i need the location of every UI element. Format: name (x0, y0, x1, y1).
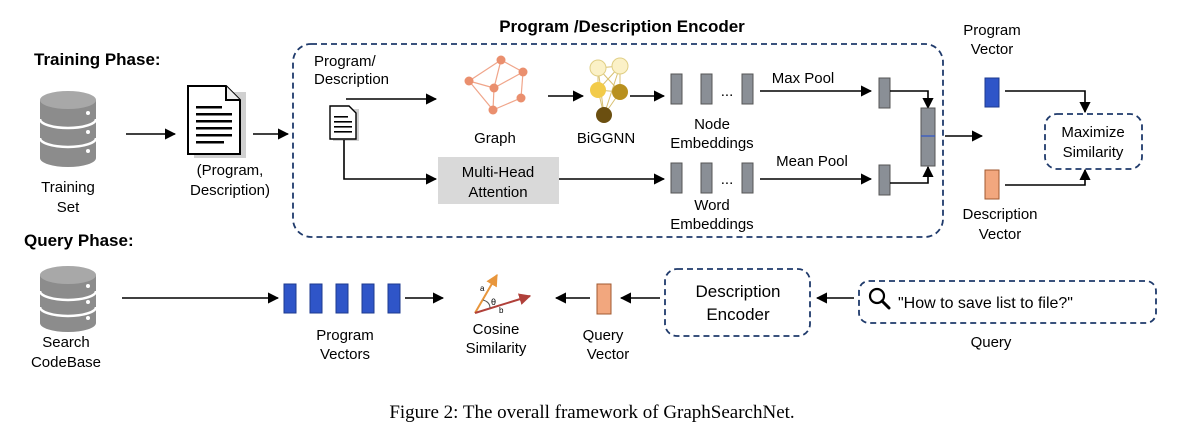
node-embeddings-label-1: Node (694, 116, 730, 133)
program-vector-item (283, 283, 297, 314)
word-embedding-block (670, 162, 683, 194)
program-vector-item (309, 283, 323, 314)
word-embeddings-label-1: Word (694, 197, 730, 214)
query-vector (596, 283, 612, 315)
biggnn-label: BiGGNN (577, 130, 635, 147)
program-vector-label-1: Program (963, 22, 1021, 39)
description-encoder-label-2: Encoder (706, 305, 770, 324)
query-text: "How to save list to file?" (898, 295, 1073, 312)
query-box[interactable] (858, 280, 1157, 324)
node-embeddings-label-2: Embeddings (670, 135, 753, 152)
biggnn-icon (589, 57, 629, 123)
arrow-node-to-concat (890, 90, 934, 110)
input-label-1: Program/ (314, 53, 377, 70)
cosine-label-1: Cosine (473, 321, 520, 338)
word-embeddings-ellipsis: ... (721, 171, 734, 188)
query-vector-label-1: Query (583, 327, 624, 344)
codebase-label-2: CodeBase (31, 354, 101, 371)
encoder-title: Program /Description Encoder (499, 17, 745, 36)
search-icon (868, 287, 891, 310)
database-icon (38, 91, 98, 167)
attention-box (438, 157, 559, 204)
program-vectors (283, 283, 401, 314)
query-phase-label: Query Phase: (24, 231, 134, 250)
arrow-input-to-attention (343, 140, 438, 185)
description-encoder-box (664, 268, 811, 337)
arrow-description-to-objective (1005, 168, 1091, 186)
figure-caption: Figure 2: The overall framework of Graph… (389, 402, 794, 423)
encoder-frame (292, 43, 944, 238)
query-vector-label-2: Vector (587, 346, 630, 363)
program-vectors-label-2: Vectors (320, 346, 370, 363)
node-embeddings-ellipsis: ... (721, 83, 734, 100)
program-vector-item (387, 283, 401, 314)
program-vector-label-2: Vector (971, 41, 1014, 58)
node-embedding-block (670, 73, 683, 105)
node-embedding-block (741, 73, 754, 105)
description-encoder-label-1: Description (695, 282, 780, 301)
attention-label-1: Multi-Head (462, 164, 535, 181)
graph-icon (464, 55, 528, 115)
program-vector-item (361, 283, 375, 314)
arrow-program-to-objective (1005, 90, 1091, 114)
angle-a-label: a (480, 284, 485, 293)
query-label: Query (971, 334, 1012, 351)
concat-vector-top (920, 107, 936, 137)
pooled-word-vector (878, 164, 891, 196)
concat-vector-bottom (920, 135, 936, 167)
input-label-2: Description (314, 71, 389, 88)
pooled-node-vector (878, 77, 891, 109)
objective-label-2: Similarity (1063, 144, 1124, 161)
description-vector-label-1: Description (962, 206, 1037, 223)
max-pool-label: Max Pool (772, 70, 835, 87)
codebase-label-1: Search (42, 334, 90, 351)
graph-label: Graph (474, 130, 516, 147)
word-embedding-block (700, 162, 713, 194)
angle-b-label: b (499, 306, 504, 315)
codebase-database-icon (38, 266, 98, 332)
small-document-icon (329, 105, 359, 141)
training-set-label-2: Set (57, 199, 80, 216)
word-embeddings-label-2: Embeddings (670, 216, 753, 233)
pair-label-2: Description) (190, 182, 270, 199)
node-embeddings (670, 73, 754, 105)
cosine-label-2: Similarity (466, 340, 527, 357)
training-set-label-1: Training (41, 179, 95, 196)
program-vector-item (335, 283, 349, 314)
pair-label-1: (Program, (197, 162, 264, 179)
program-vector (984, 77, 1000, 108)
mean-pool-label: Mean Pool (776, 153, 848, 170)
angle-theta-label: θ (491, 297, 496, 307)
program-vectors-label-1: Program (316, 327, 374, 344)
training-phase-label: Training Phase: (34, 50, 161, 69)
arrow-word-to-concat (890, 165, 934, 184)
description-vector-label-2: Vector (979, 226, 1022, 243)
word-embeddings (670, 162, 754, 194)
description-vector (984, 169, 1000, 200)
document-icon (187, 85, 246, 158)
attention-label-2: Attention (468, 184, 527, 201)
objective-label-1: Maximize (1061, 124, 1124, 141)
cosine-icon (474, 273, 532, 314)
node-embedding-block (700, 73, 713, 105)
word-embedding-block (741, 162, 754, 194)
